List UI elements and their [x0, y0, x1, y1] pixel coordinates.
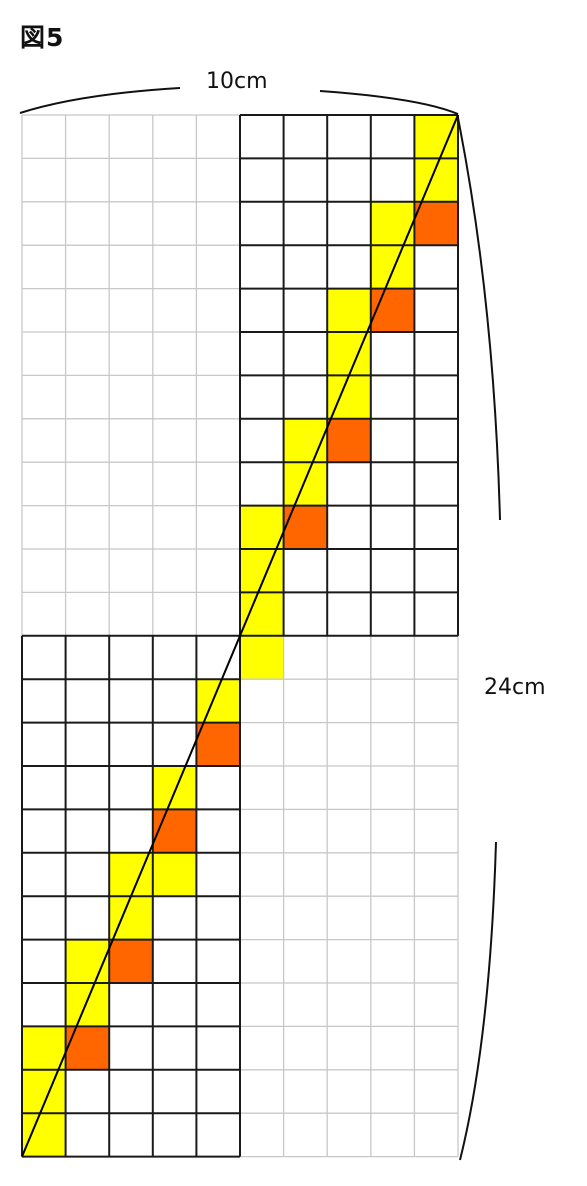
- yellow-cell: [65, 983, 110, 1027]
- diagonal-cut-line: [21, 114, 459, 1157]
- height-dimension-label: 24cm: [484, 675, 546, 700]
- orange-cell: [196, 722, 240, 766]
- figure-title: 図5: [20, 23, 65, 52]
- orange-cell: [370, 288, 415, 332]
- yellow-cell: [152, 852, 197, 897]
- width-dimension-label: 10cm: [206, 69, 268, 94]
- yellow-cell: [370, 245, 415, 289]
- width-brace-right: [319, 90, 459, 115]
- orange-cell: [414, 201, 458, 246]
- orange-cell: [65, 1026, 110, 1070]
- orange-cell: [283, 505, 328, 549]
- yellow-cell: [414, 115, 458, 159]
- yellow-cell: [240, 505, 284, 549]
- width-brace-left: [19, 87, 181, 114]
- orange-cell: [327, 418, 371, 463]
- highlight-cells: [22, 115, 458, 1157]
- yellow-cell: [327, 288, 371, 332]
- upper-right-block: [239, 114, 459, 637]
- height-brace-lower: [459, 841, 497, 1161]
- yellow-cell: [283, 418, 328, 463]
- yellow-cell: [22, 1113, 66, 1157]
- height-brace-upper: [457, 117, 501, 521]
- yellow-cell: [240, 635, 284, 680]
- yellow-cell: [283, 462, 328, 506]
- yellow-cell: [240, 592, 284, 636]
- orange-cell: [109, 939, 153, 983]
- yellow-cell: [370, 201, 415, 246]
- yellow-cell: [22, 1026, 66, 1070]
- yellow-cell: [65, 939, 110, 983]
- orange-cell: [152, 809, 197, 853]
- yellow-cell: [152, 766, 197, 810]
